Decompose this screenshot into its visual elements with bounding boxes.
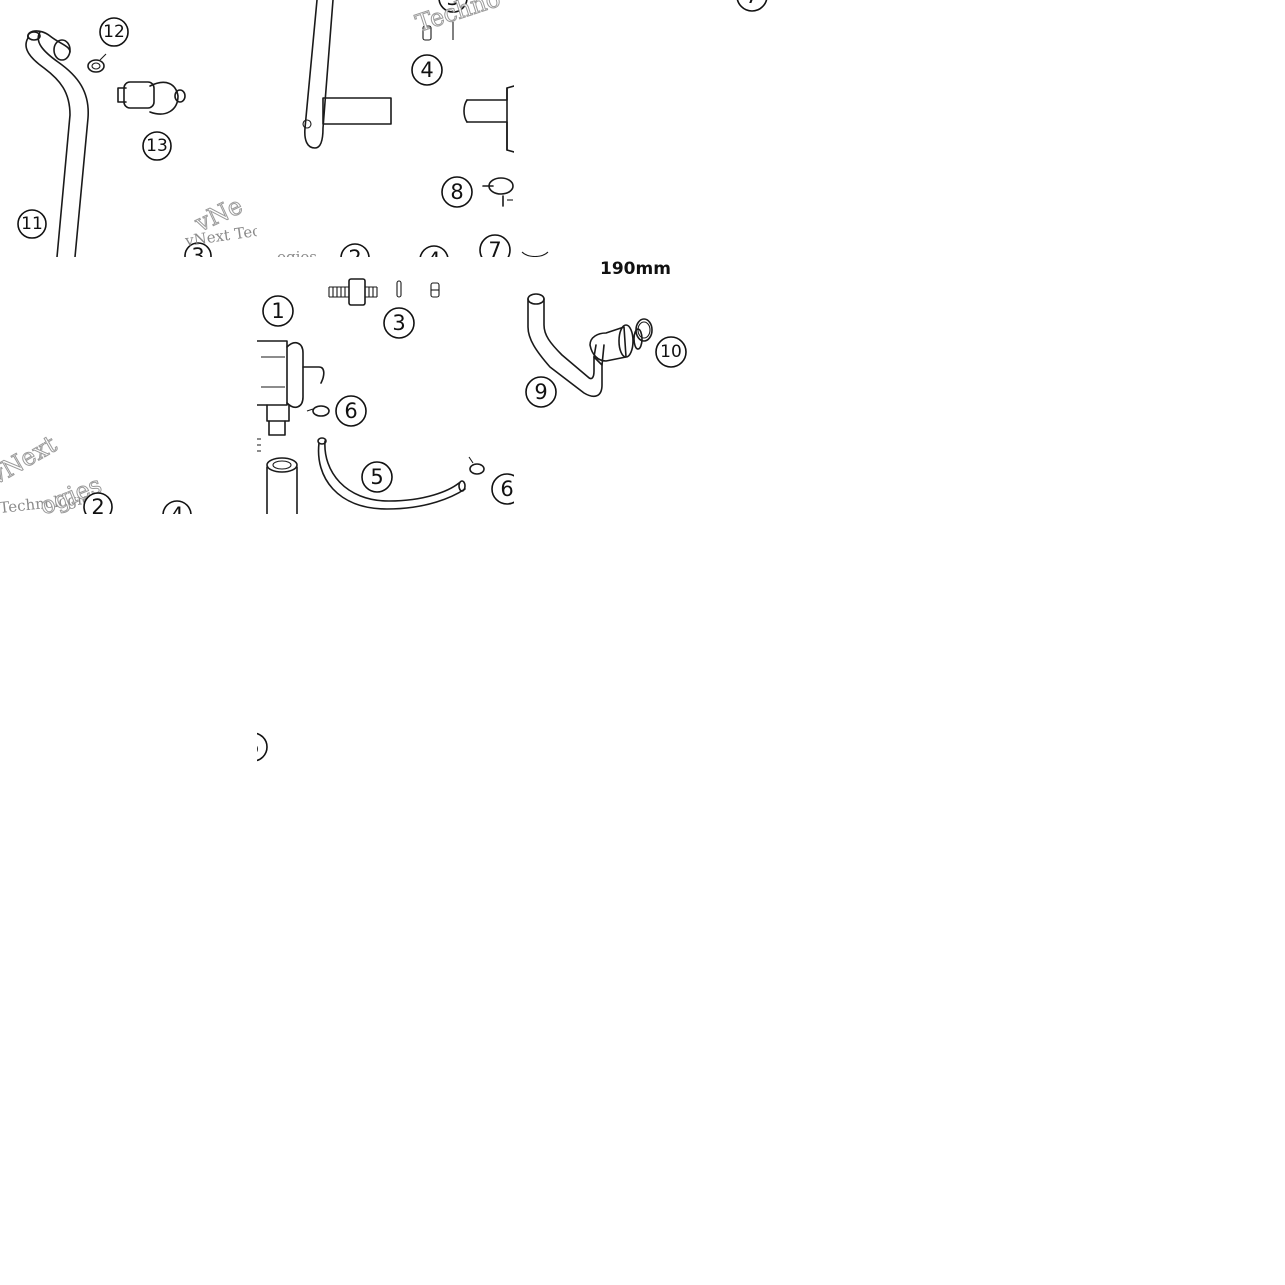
callout-9: 9 [525,376,557,408]
svg-text:3: 3 [191,244,204,257]
tile-pipe-assembly: 9 10 [514,257,771,514]
svg-text:6: 6 [500,477,513,501]
tile-tube-fittings: 3 4 8 7 2 4 ogies Techno [257,0,514,257]
callout-11: 11 [17,209,47,239]
callout-7-top: 7 [479,234,511,257]
clip-6b-drawing [468,456,485,475]
tile-top-right: 7 [514,0,771,257]
svg-text:7: 7 [745,0,758,8]
callout-2-upper: 2 [340,243,370,257]
clamp-8-drawing [482,177,514,207]
callout-6-b: 6 [491,473,514,505]
ring-10-drawing [635,318,653,342]
tile-hose-elbow: 12 13 11 3 vNext Tec vNe [0,0,257,257]
svg-text:1: 1 [271,299,284,323]
callout-1: 1 [262,295,294,327]
svg-text:2: 2 [91,495,104,514]
svg-text:3: 3 [392,311,405,335]
callout-5: 5 [361,461,393,493]
svg-text:11: 11 [21,214,43,234]
pump-1-drawing [257,340,325,452]
svg-text:7: 7 [488,238,501,257]
svg-text:5: 5 [257,735,260,759]
callout-4-low: 4 [162,500,192,514]
svg-text:9: 9 [534,380,547,404]
callout-6-a: 6 [335,395,367,427]
clip-6-drawing [306,405,330,417]
clip-12-drawing [87,53,107,73]
callout-4-top: 4 [411,54,443,86]
svg-text:4: 4 [420,58,433,82]
callout-13: 13 [142,131,172,161]
svg-text:12: 12 [103,22,125,42]
tile-pump-assembly: 1 3 6 5 6 [257,257,514,514]
hose-end-fragment [521,251,549,257]
callout-8: 8 [441,176,473,208]
svg-text:2: 2 [348,246,361,257]
callout-4-mid: 4 [419,245,449,257]
pin-parts-drawing [422,22,454,41]
callout-5-fragment: 5 [257,732,268,762]
callout-12: 12 [99,17,129,47]
watermark-line1: vNext [0,430,62,491]
svg-text:4: 4 [427,248,440,257]
svg-text:3: 3 [446,0,459,10]
svg-text:13: 13 [146,136,168,156]
svg-text:5: 5 [370,465,383,489]
elbow-13-drawing [117,81,186,115]
connector-drawing [589,324,643,362]
callout-3-mid: 3 [438,0,468,13]
pin-3-drawing [396,280,402,298]
svg-text:8: 8 [450,180,463,204]
watermark-fragment: Techno [412,0,504,38]
callout-3-lower: 3 [383,307,415,339]
flange-7-drawing [463,85,514,153]
hose-11-drawing [25,30,89,257]
svg-text:10: 10 [660,342,682,362]
tube-drawing [302,0,392,149]
svg-text:4: 4 [170,503,183,514]
tile-lower-fragment: 5 [257,514,514,771]
sleeve-4-drawing [430,282,440,298]
svg-text:6: 6 [344,399,357,423]
callout-3-top: 3 [184,242,212,257]
callout-7-corner: 7 [736,0,768,12]
callout-2-low: 2 [83,492,113,514]
dimension-label: 190mm [600,259,671,279]
watermark-fragment: ogies [277,248,317,257]
tile-watermark-left: vNext Technologies ogies 2 4 [0,257,257,514]
callout-10: 10 [655,336,687,368]
hose-stub-drawing [266,457,298,514]
hose-5-drawing [317,437,466,510]
bolt-2-drawing [328,278,378,306]
